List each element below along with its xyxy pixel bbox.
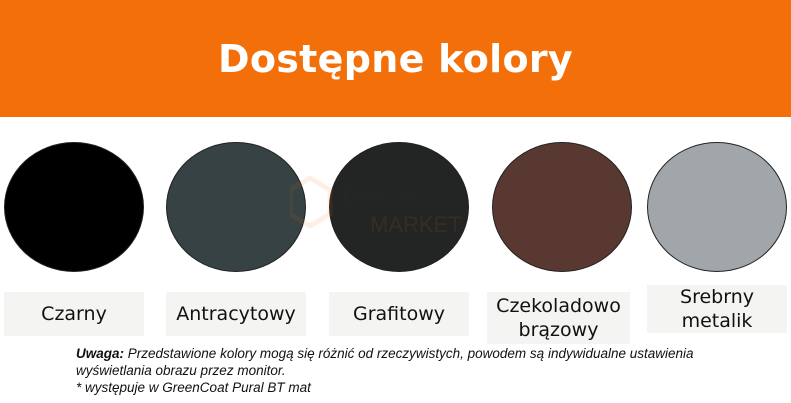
swatch-antracytowy: [166, 142, 306, 272]
note-footnote: * występuje w GreenCoat Pural BT mat: [76, 380, 311, 395]
note-text: Przedstawione kolory mogą się różnić od …: [76, 346, 694, 378]
color-label-antracytowy: Antracytowy: [166, 292, 306, 336]
swatch-czekoladowo-brazowy: [492, 142, 632, 272]
disclaimer-note: Uwaga: Przedstawione kolory mogą się róż…: [76, 345, 756, 396]
title-banner: Dostępne kolory: [0, 0, 791, 117]
color-label-grafitowy: Grafitowy: [329, 292, 469, 336]
swatch-czarny: [4, 142, 144, 272]
color-label-srebrny-metalik: Srebrny metalik: [647, 285, 787, 333]
swatch-grafitowy: [329, 142, 469, 272]
color-label-czekoladowo-brazowy: Czekoladowo brązowy: [487, 292, 630, 344]
swatch-srebrny-metalik: [647, 142, 787, 272]
color-label-czarny: Czarny: [4, 292, 144, 336]
note-label: Uwaga:: [76, 346, 125, 361]
page-title: Dostępne kolory: [218, 36, 573, 81]
